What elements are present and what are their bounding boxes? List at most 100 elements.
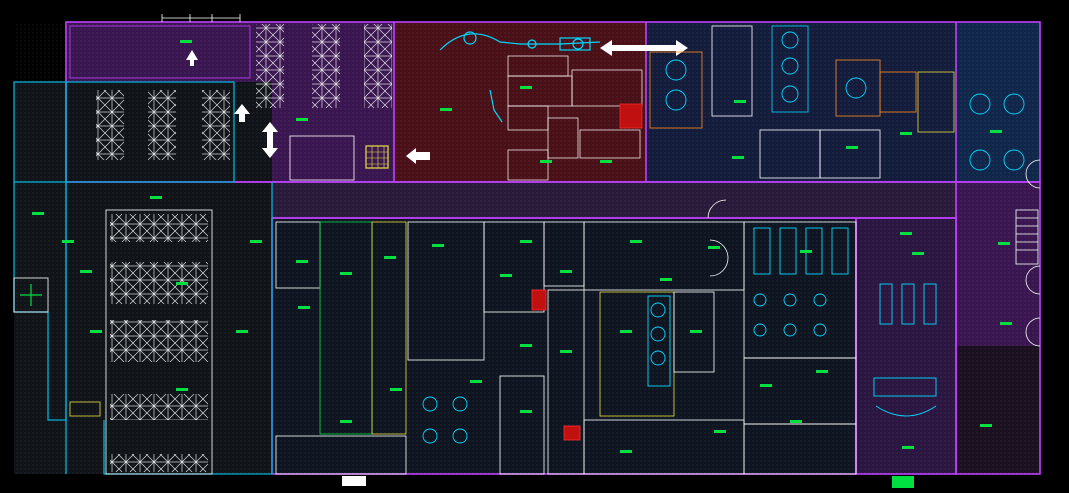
room-b16 — [743, 423, 857, 475]
bottom-right-rack-1 — [879, 283, 893, 325]
equip-bay-5 — [879, 71, 917, 113]
room-tag-block — [620, 330, 632, 333]
fan-icon — [813, 293, 827, 307]
room-tag-block — [816, 370, 828, 373]
room-b3 — [371, 221, 407, 435]
bottom-right-curve — [875, 405, 937, 417]
room-tag-block — [902, 446, 914, 449]
conveyor-node-1 — [463, 31, 477, 45]
fan-icon — [422, 396, 438, 412]
door-arc — [707, 199, 727, 219]
room-tag-block — [560, 350, 572, 353]
conveyor-branch — [489, 89, 503, 123]
entrance-marker-white — [342, 476, 366, 486]
prod-red-room — [619, 103, 643, 129]
fan-icon — [783, 293, 797, 307]
room-tag-block — [520, 410, 532, 413]
fan-icon — [665, 89, 687, 111]
fan-icon — [781, 31, 799, 49]
prod-room-7 — [507, 149, 549, 181]
room-tag-block — [998, 242, 1010, 245]
room-tag-block — [340, 420, 352, 423]
rack-frame — [105, 209, 213, 475]
room-tag-block — [600, 160, 612, 163]
tank-bank-3 — [779, 227, 797, 275]
pallet-stack — [365, 145, 389, 169]
fan-icon — [969, 93, 991, 115]
fan-icon — [452, 396, 468, 412]
room-tag-block — [236, 330, 248, 333]
tank-bank-5 — [831, 227, 849, 275]
room-tag-block — [900, 132, 912, 135]
room-red-small — [531, 289, 547, 311]
room-b12 — [673, 291, 715, 373]
production-area — [507, 55, 643, 181]
rack-a — [96, 90, 124, 160]
room-tag-block — [846, 146, 858, 149]
double-arrow-icon — [262, 122, 278, 158]
room-tag-block — [912, 252, 924, 255]
room-tag-block — [150, 196, 162, 199]
room-tag-block — [620, 450, 632, 453]
room-tag-block — [540, 160, 552, 163]
fan-icon — [422, 428, 438, 444]
fan-icon — [650, 302, 666, 318]
room-tag-block — [990, 130, 1002, 133]
fan-icon — [845, 77, 867, 99]
room-tag-block — [390, 388, 402, 391]
room-tag-block — [440, 108, 452, 111]
prod-room-6 — [579, 129, 641, 159]
room-red-small-2 — [563, 425, 581, 441]
annex-cross — [20, 284, 42, 306]
room-tag-block — [340, 272, 352, 275]
fan-icon — [783, 323, 797, 337]
door-arcs — [707, 159, 1041, 347]
room-tag-block — [732, 156, 744, 159]
room-tag-block — [250, 240, 262, 243]
fan-icon — [650, 326, 666, 342]
equip-bay-3 — [771, 25, 809, 113]
door-arc — [1025, 265, 1041, 295]
room-tag-block — [690, 330, 702, 333]
room-b10 — [547, 289, 585, 475]
door-arc — [1025, 159, 1041, 189]
room-tag-block — [520, 86, 532, 89]
door-arc — [1025, 317, 1041, 347]
rack-d — [110, 214, 208, 242]
rack-top-1 — [256, 24, 284, 108]
top-fence — [161, 14, 241, 22]
pallet-grid — [366, 146, 388, 168]
conveyor-path — [439, 33, 601, 51]
equip-bay-2 — [711, 25, 753, 117]
room-tag-block — [734, 100, 746, 103]
room-tags — [32, 40, 1012, 453]
room-tag-block — [800, 250, 812, 253]
bottom-right-rack-3 — [923, 283, 937, 325]
room-tag-block — [714, 430, 726, 433]
room-tag-block — [520, 240, 532, 243]
dock-room — [289, 135, 355, 181]
room-tag-block — [432, 244, 444, 247]
conveyor-node-3 — [572, 38, 584, 50]
room-tag-block — [298, 306, 310, 309]
rack-top-2 — [312, 24, 340, 108]
bottom-right-counter — [873, 377, 937, 397]
fan-icon — [781, 57, 799, 75]
rack-storage-top — [256, 24, 392, 108]
room-tag-block — [790, 420, 802, 423]
room-tag-block — [176, 282, 188, 285]
bottom-right-rack-2 — [901, 283, 915, 325]
conveyor-node-2 — [527, 39, 537, 49]
stair — [1015, 209, 1039, 265]
bottom-rooms — [275, 221, 857, 475]
conveyor-unit — [559, 37, 591, 51]
stair-steps — [1016, 217, 1038, 251]
room-tag-block — [560, 270, 572, 273]
equipment-fans — [665, 31, 1025, 171]
annex-green-box — [13, 277, 49, 313]
rack-b — [148, 90, 176, 160]
room-tag-block — [296, 260, 308, 263]
equip-bay-6 — [917, 71, 955, 133]
room-tag-block — [90, 330, 102, 333]
